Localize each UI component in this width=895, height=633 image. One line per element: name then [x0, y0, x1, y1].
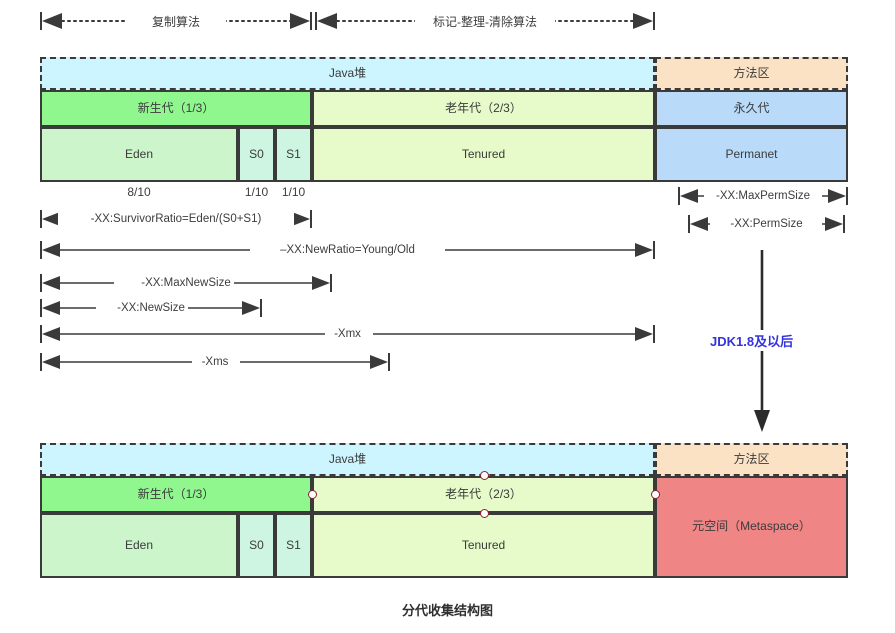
jdk18-transition-label: JDK1.8及以后 — [707, 330, 797, 351]
top-permanent-gen-label: 永久代 — [733, 100, 770, 115]
bottom-old-gen-block[interactable]: 老年代（2/3） — [312, 476, 655, 513]
bottom-young-gen-label: 新生代（1/3） — [137, 486, 215, 501]
top-algorithm-arrows: 复制算法 标记-整理-清除算法 — [0, 0, 895, 34]
param-label-xms: -Xms — [198, 356, 232, 368]
algorithm-label-mark-compact-sweep: 标记-整理-清除算法 — [430, 12, 540, 30]
bottom-s1-label: S1 — [286, 537, 301, 552]
top-s0-label: S0 — [249, 146, 264, 161]
top-heap-block[interactable]: Java堆 — [40, 57, 655, 90]
selection-handle-top[interactable] — [480, 471, 489, 480]
param-arrow-xmx[interactable]: -Xmx — [40, 323, 655, 345]
bottom-heap-label: Java堆 — [328, 451, 367, 466]
bottom-heap-block[interactable]: Java堆 — [40, 443, 655, 476]
ratio-eden: 8/10 — [127, 185, 151, 199]
param-label-newsize: -XX:NewSize — [114, 302, 188, 314]
top-tenured-block[interactable]: Tenured — [312, 127, 655, 182]
param-label-survivorratio: -XX:SurvivorRatio=Eden/(S0+S1) — [87, 213, 265, 225]
bottom-old-gen-label: 老年代（2/3） — [445, 486, 522, 501]
top-method-area-label: 方法区 — [733, 65, 770, 80]
param-arrow-newratio[interactable]: –XX:NewRatio=Young/Old — [40, 239, 655, 261]
top-s1-label: S1 — [286, 146, 301, 161]
top-method-area-block[interactable]: 方法区 — [655, 57, 848, 90]
top-permanent-gen-block[interactable]: 永久代 — [655, 90, 848, 127]
bottom-tenured-label: Tenured — [461, 537, 506, 552]
param-arrow-survivorratio[interactable]: -XX:SurvivorRatio=Eden/(S0+S1) — [40, 208, 312, 230]
top-young-gen-label: 新生代（1/3） — [137, 100, 215, 115]
bottom-method-area-label: 方法区 — [733, 451, 770, 466]
algorithm-arrow-mark-compact-sweep: 标记-整理-清除算法 — [315, 10, 655, 32]
top-permanet-label: Permanet — [725, 146, 778, 161]
top-eden-block[interactable]: Eden — [40, 127, 238, 182]
top-permanet-block[interactable]: Permanet — [655, 127, 848, 182]
bottom-metaspace-label: 元空间（Metaspace） — [692, 519, 811, 534]
param-label-newratio: –XX:NewRatio=Young/Old — [277, 244, 418, 256]
bottom-young-gen-block[interactable]: 新生代（1/3） — [40, 476, 312, 513]
bottom-eden-label: Eden — [124, 537, 154, 552]
param-arrow-newsize[interactable]: -XX:NewSize — [40, 297, 262, 319]
survivor-ratio-labels: 8/10 1/10 1/10 — [0, 185, 895, 203]
jvm-parameter-arrows: -XX:SurvivorRatio=Eden/(S0+S1) –XX:NewRa… — [40, 208, 655, 373]
diagram-caption: 分代收集结构图 — [401, 603, 493, 618]
top-s0-block[interactable]: S0 — [238, 127, 275, 182]
top-old-gen-block[interactable]: 老年代（2/3） — [312, 90, 655, 127]
param-arrow-permsize[interactable]: -XX:PermSize — [688, 213, 845, 235]
bottom-s0-block[interactable]: S0 — [238, 513, 275, 578]
selection-handle-bottom[interactable] — [480, 509, 489, 518]
bottom-method-area-block[interactable]: 方法区 — [655, 443, 848, 476]
top-young-gen-block[interactable]: 新生代（1/3） — [40, 90, 312, 127]
top-tenured-label: Tenured — [461, 146, 506, 161]
bottom-metaspace-block[interactable]: 元空间（Metaspace） — [655, 476, 848, 578]
top-s1-block[interactable]: S1 — [275, 127, 312, 182]
top-old-gen-label: 老年代（2/3） — [445, 100, 522, 115]
param-label-permsize: -XX:PermSize — [727, 218, 806, 230]
top-eden-label: Eden — [124, 146, 154, 161]
perm-parameter-arrows: -XX:MaxPermSize -XX:PermSize — [0, 0, 895, 250]
top-memory-model: Java堆 方法区 新生代（1/3） 老年代（2/3） 永久代 Eden S0 … — [0, 0, 895, 190]
param-label-xmx: -Xmx — [331, 328, 364, 340]
param-arrow-xms[interactable]: -Xms — [40, 351, 390, 373]
param-label-maxnewsize: -XX:MaxNewSize — [138, 277, 234, 289]
bottom-s0-label: S0 — [249, 537, 264, 552]
algorithm-arrow-copy: 复制算法 — [40, 10, 312, 32]
ratio-s1: 1/10 — [281, 185, 306, 199]
bottom-eden-block[interactable]: Eden — [40, 513, 238, 578]
algorithm-label-copy: 复制算法 — [148, 12, 203, 30]
selection-handle-left[interactable] — [308, 490, 317, 499]
param-label-maxpermsize: -XX:MaxPermSize — [713, 190, 813, 202]
param-arrow-maxnewsize[interactable]: -XX:MaxNewSize — [40, 272, 332, 294]
top-heap-label: Java堆 — [328, 65, 367, 80]
param-arrow-maxpermsize[interactable]: -XX:MaxPermSize — [678, 185, 848, 207]
selection-handle-right[interactable] — [651, 490, 660, 499]
ratio-s0: 1/10 — [244, 185, 269, 199]
bottom-tenured-block[interactable]: Tenured — [312, 513, 655, 578]
bottom-s1-block[interactable]: S1 — [275, 513, 312, 578]
